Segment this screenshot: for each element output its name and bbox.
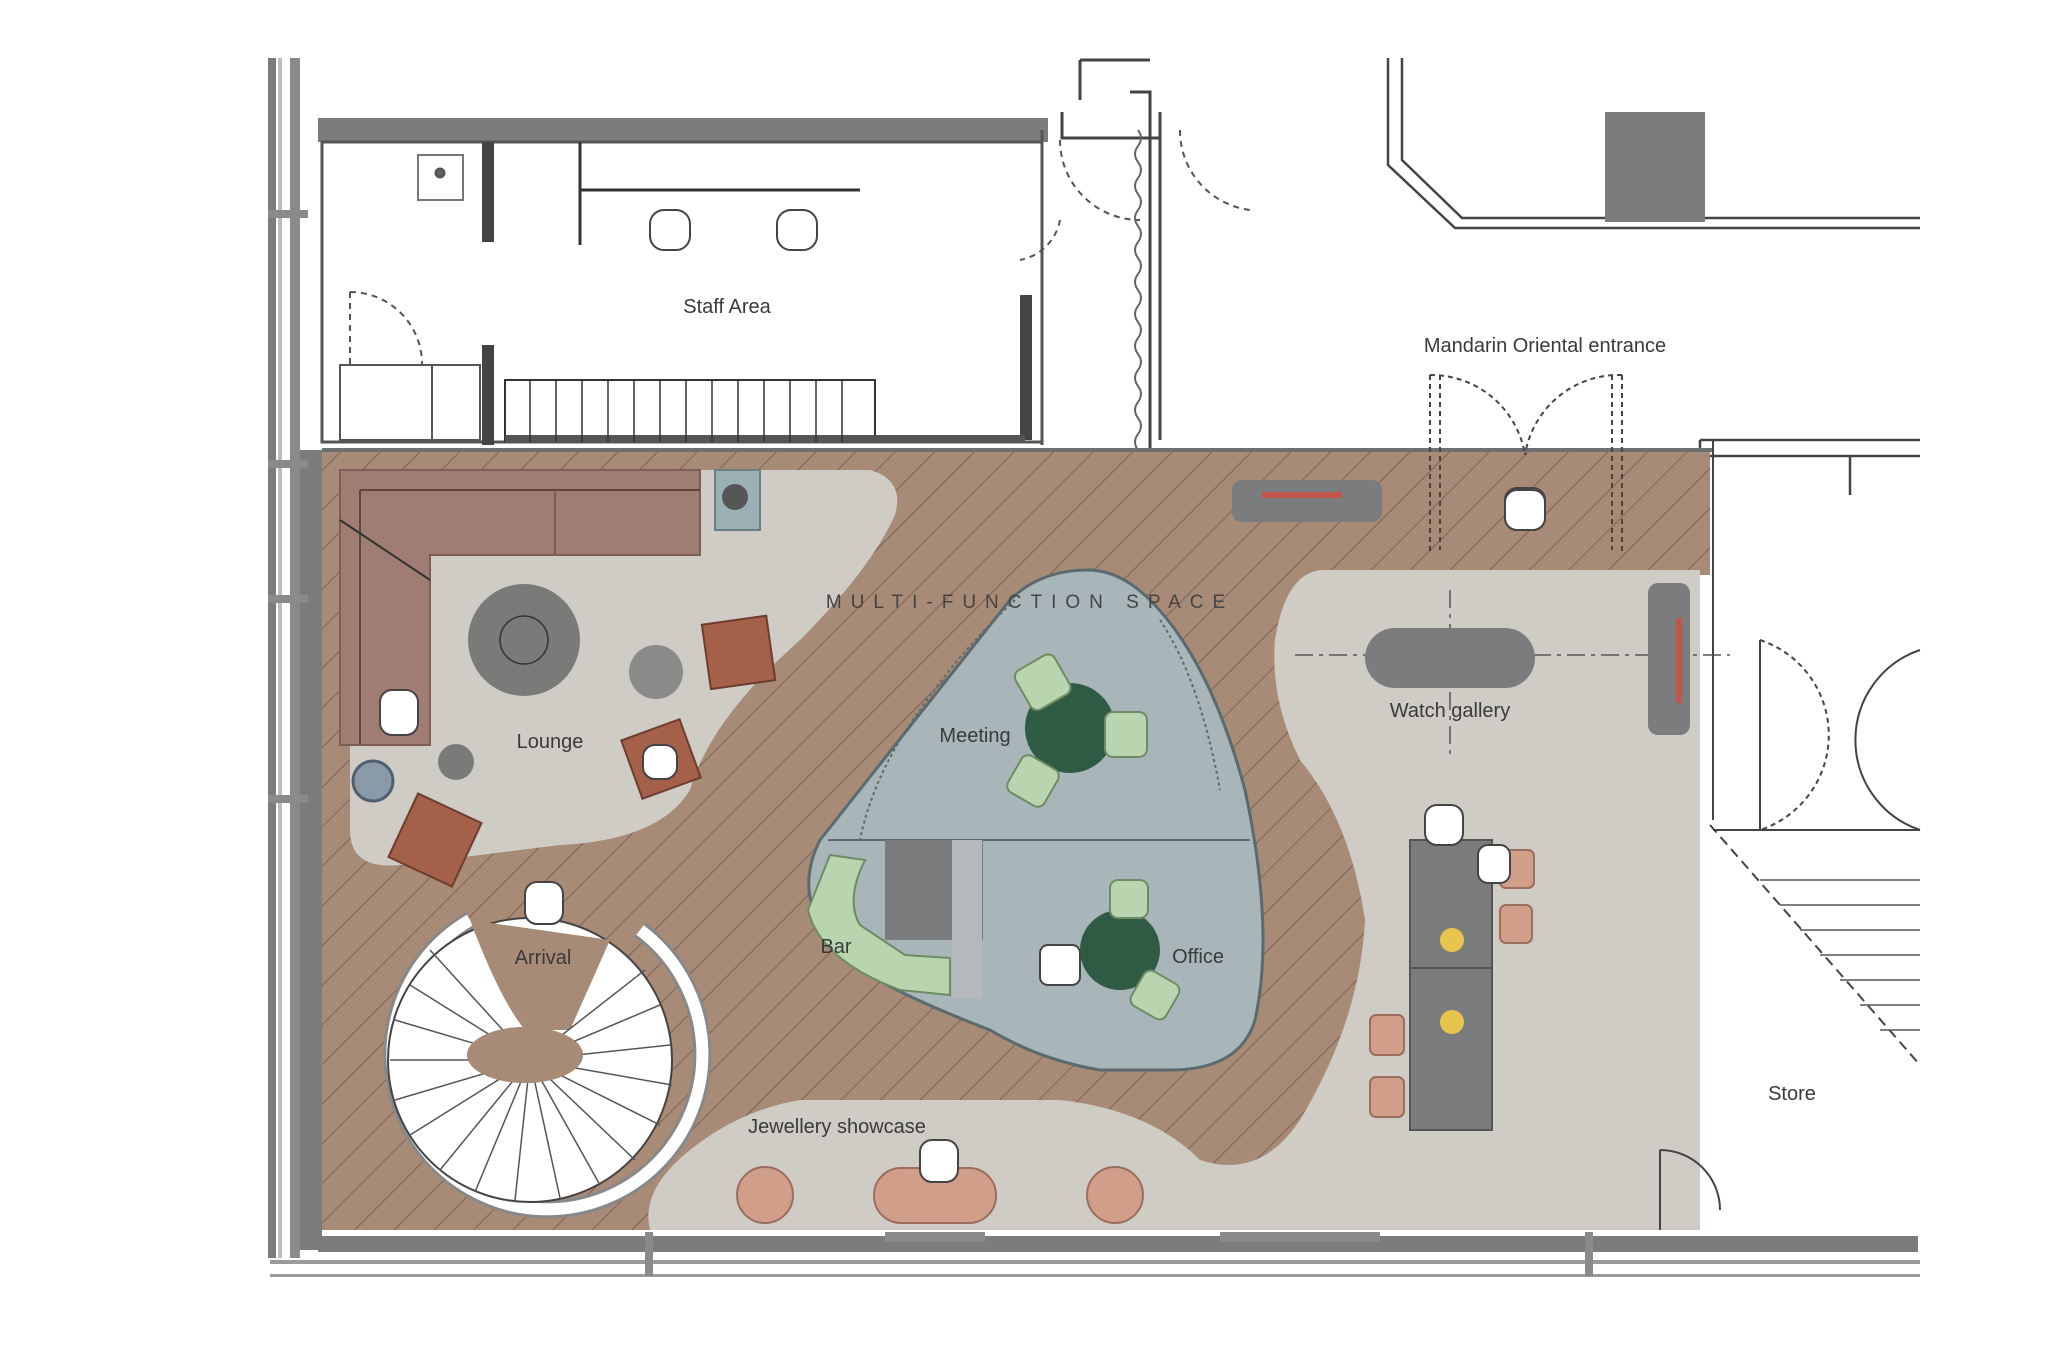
door-swings: [349, 129, 1251, 366]
label-store: Store: [1768, 1083, 1816, 1105]
lounge-figures: [379, 689, 678, 780]
bench-top: [1232, 480, 1382, 522]
mandarin-building-outline: [1386, 58, 1920, 495]
lounge-floor: [340, 470, 898, 866]
label-mandarin-entrance: Mandarin Oriental entrance: [1424, 335, 1666, 357]
label-arrival: Arrival: [515, 947, 572, 969]
jewellery-ottomans: [736, 1166, 1144, 1224]
label-jewellery-showcase: Jewellery showcase: [748, 1116, 926, 1138]
lounge-tables: [351, 584, 683, 803]
label-multi-function: MULTI-FUNCTION SPACE: [826, 592, 1234, 613]
mandarin-doors: [1429, 373, 1623, 555]
curtain-line: [1134, 129, 1142, 451]
label-office: Office: [1172, 946, 1224, 968]
stair-landing: [467, 1027, 583, 1083]
long-display-table: [1369, 839, 1535, 1131]
label-lounge: Lounge: [517, 731, 584, 753]
staff-chairs: [649, 209, 818, 251]
label-meeting: Meeting: [939, 725, 1010, 747]
office-table-set: [1039, 879, 1181, 1021]
store-stair: [1760, 879, 1920, 1031]
staff-area-walls: [320, 130, 1044, 445]
meeting-table-set: [1006, 653, 1148, 808]
label-bar: Bar: [820, 936, 851, 958]
staff-stair-treads: [529, 380, 843, 442]
store-outline: [1659, 440, 1921, 1230]
watch-display: [1295, 583, 1730, 760]
bar-counter: [806, 853, 951, 997]
sofa: [339, 469, 701, 746]
entrance-figure: [1504, 489, 1546, 531]
label-staff-area: Staff Area: [683, 296, 771, 318]
meeting-curtain: [859, 599, 1221, 841]
corridor-walls: [1060, 58, 1430, 458]
label-watch-gallery: Watch gallery: [1390, 700, 1510, 722]
bar-shelf: [952, 840, 982, 998]
jewellery-figure: [919, 1139, 959, 1183]
window-mullions: [268, 210, 1593, 1276]
floor-edge: [322, 448, 1712, 452]
arrival-figure: [524, 881, 564, 925]
